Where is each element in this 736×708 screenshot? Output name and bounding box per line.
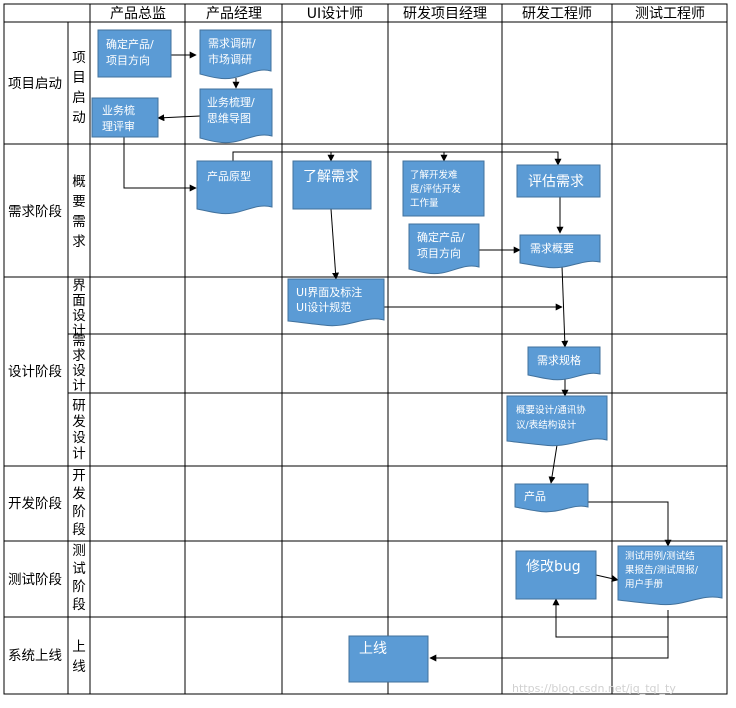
phase-label-launch: 系统上线 — [8, 648, 62, 664]
svg-text:工作量: 工作量 — [410, 197, 439, 209]
svg-text:市场调研: 市场调研 — [208, 52, 252, 66]
svg-text:需求调研/: 需求调研/ — [208, 37, 256, 50]
svg-text:理评审: 理评审 — [102, 119, 135, 133]
phase-label-development: 开发阶段 — [8, 496, 62, 512]
phase-labels: 项目启动 需求阶段 设计阶段 开发阶段 测试阶段 系统上线 — [8, 76, 62, 664]
subphase-label-rd-design: 研发设计 — [72, 398, 86, 462]
watermark-text: https://blog.csdn.net/jq_tql_ty — [512, 682, 676, 695]
svg-text:评估需求: 评估需求 — [528, 174, 584, 190]
svg-text:业务梳: 业务梳 — [102, 103, 135, 117]
subphase-labels: 项目启动 概要需求 界面设计 需求设计 研发设计 开发阶段 测试阶段 上线 — [72, 50, 86, 675]
box-confirm-product-mid: 确定产品/ 项目方向 — [408, 223, 480, 275]
box-business-review: 业务梳 理评审 — [91, 97, 159, 138]
arrow-testdocs-to-launch — [429, 637, 669, 662]
arrow-product-to-testdocs — [588, 501, 672, 547]
phase-label-testing: 测试阶段 — [8, 572, 62, 588]
svg-text:确定产品/: 确定产品/ — [417, 230, 465, 244]
subphase-label-kickoff: 项目启动 — [72, 50, 86, 126]
arrow-testdocs-to-fixbug — [552, 598, 669, 638]
svg-text:概要设计/通讯协: 概要设计/通讯协 — [516, 404, 586, 416]
subphase-label-testing: 测试阶段 — [72, 543, 86, 613]
svg-text:果报告/测试周报/: 果报告/测试周报/ — [625, 564, 699, 576]
arrow-overview-to-spec — [561, 265, 569, 348]
svg-text:了解开发难: 了解开发难 — [410, 169, 458, 181]
connectors — [123, 51, 672, 662]
svg-text:产品: 产品 — [524, 489, 546, 503]
phase-label-kickoff: 项目启动 — [8, 76, 62, 92]
svg-text:测试用例/测试结: 测试用例/测试结 — [625, 550, 695, 562]
box-test-docs: 测试用例/测试结 果报告/测试周报/ 用户手册 — [617, 545, 723, 606]
column-header-rd-engineer: 研发工程师 — [522, 6, 592, 22]
column-header-ui-designer: UI设计师 — [307, 6, 363, 22]
svg-text:业务梳理/: 业务梳理/ — [207, 95, 255, 109]
box-product: 产品 — [514, 483, 589, 513]
subphase-label-overview-req: 概要需求 — [72, 174, 86, 250]
arrow-prototype-branch — [232, 151, 562, 166]
box-requirements-spec: 需求规格 — [527, 346, 601, 381]
svg-text:需求概要: 需求概要 — [530, 242, 574, 255]
box-confirm-product-top: 确定产品/ 项目方向 — [97, 29, 172, 78]
subphase-label-development: 开发阶段 — [72, 468, 86, 538]
column-header-rd-project-manager: 研发项目经理 — [403, 6, 487, 22]
arrow-mindmap-to-review — [157, 114, 201, 122]
box-business-mindmap: 业务梳理/ 思维导图 — [199, 88, 273, 144]
svg-text:议/表结构设计: 议/表结构设计 — [516, 419, 577, 431]
subphase-label-launch: 上线 — [72, 639, 86, 675]
svg-text:确定产品/: 确定产品/ — [106, 37, 154, 51]
column-headers: 产品总监 产品经理 UI设计师 研发项目经理 研发工程师 测试工程师 — [110, 6, 705, 22]
swimlane-grid — [3, 3, 728, 695]
subphase-label-ui-design: 界面设计 — [72, 278, 86, 339]
svg-text:产品原型: 产品原型 — [207, 169, 251, 183]
box-demand-research: 需求调研/ 市场调研 — [199, 29, 272, 80]
phase-label-requirements: 需求阶段 — [8, 204, 62, 220]
process-boxes: 确定产品/ 项目方向 需求调研/ 市场调研 业务梳理/ 思维导图 业务梳 理评审… — [91, 29, 723, 683]
svg-text:用户手册: 用户手册 — [625, 578, 664, 590]
box-go-live: 上线 — [348, 635, 429, 683]
box-fix-bug: 修改bug — [515, 550, 597, 600]
box-understand-requirements: 了解需求 — [292, 160, 372, 210]
box-requirements-overview: 需求概要 — [519, 234, 601, 269]
svg-text:思维导图: 思维导图 — [207, 112, 251, 125]
column-header-product-director: 产品总监 — [110, 6, 166, 22]
box-evaluate-requirements: 评估需求 — [516, 164, 601, 198]
arrow-design-to-product — [548, 444, 558, 484]
svg-text:修改bug: 修改bug — [526, 559, 581, 575]
svg-text:了解需求: 了解需求 — [303, 169, 359, 185]
column-header-test-engineer: 测试工程师 — [635, 6, 705, 22]
svg-text:度/评估开发: 度/评估开发 — [410, 183, 461, 195]
svg-text:项目方向: 项目方向 — [106, 53, 150, 67]
arrow-review-to-prototype — [123, 137, 197, 192]
svg-text:UI设计规范: UI设计规范 — [296, 300, 351, 314]
subphase-label-req-design: 需求设计 — [72, 333, 86, 394]
column-header-product-manager: 产品经理 — [206, 6, 262, 22]
box-product-prototype: 产品原型 — [196, 160, 273, 215]
svg-text:需求规格: 需求规格 — [537, 353, 581, 367]
svg-text:项目方向: 项目方向 — [417, 246, 461, 260]
arrow-understand-to-ui — [330, 208, 340, 280]
box-design-docs: 概要设计/通讯协 议/表结构设计 — [506, 395, 608, 447]
svg-text:UI界面及标注: UI界面及标注 — [296, 285, 362, 299]
phase-label-design: 设计阶段 — [8, 364, 62, 380]
svg-text:上线: 上线 — [359, 641, 387, 657]
arrow-fixbug-to-testdocs — [595, 574, 619, 583]
box-dev-difficulty: 了解开发难 度/评估开发 工作量 — [402, 160, 485, 217]
box-ui-spec: UI界面及标注 UI设计规范 — [287, 278, 385, 327]
